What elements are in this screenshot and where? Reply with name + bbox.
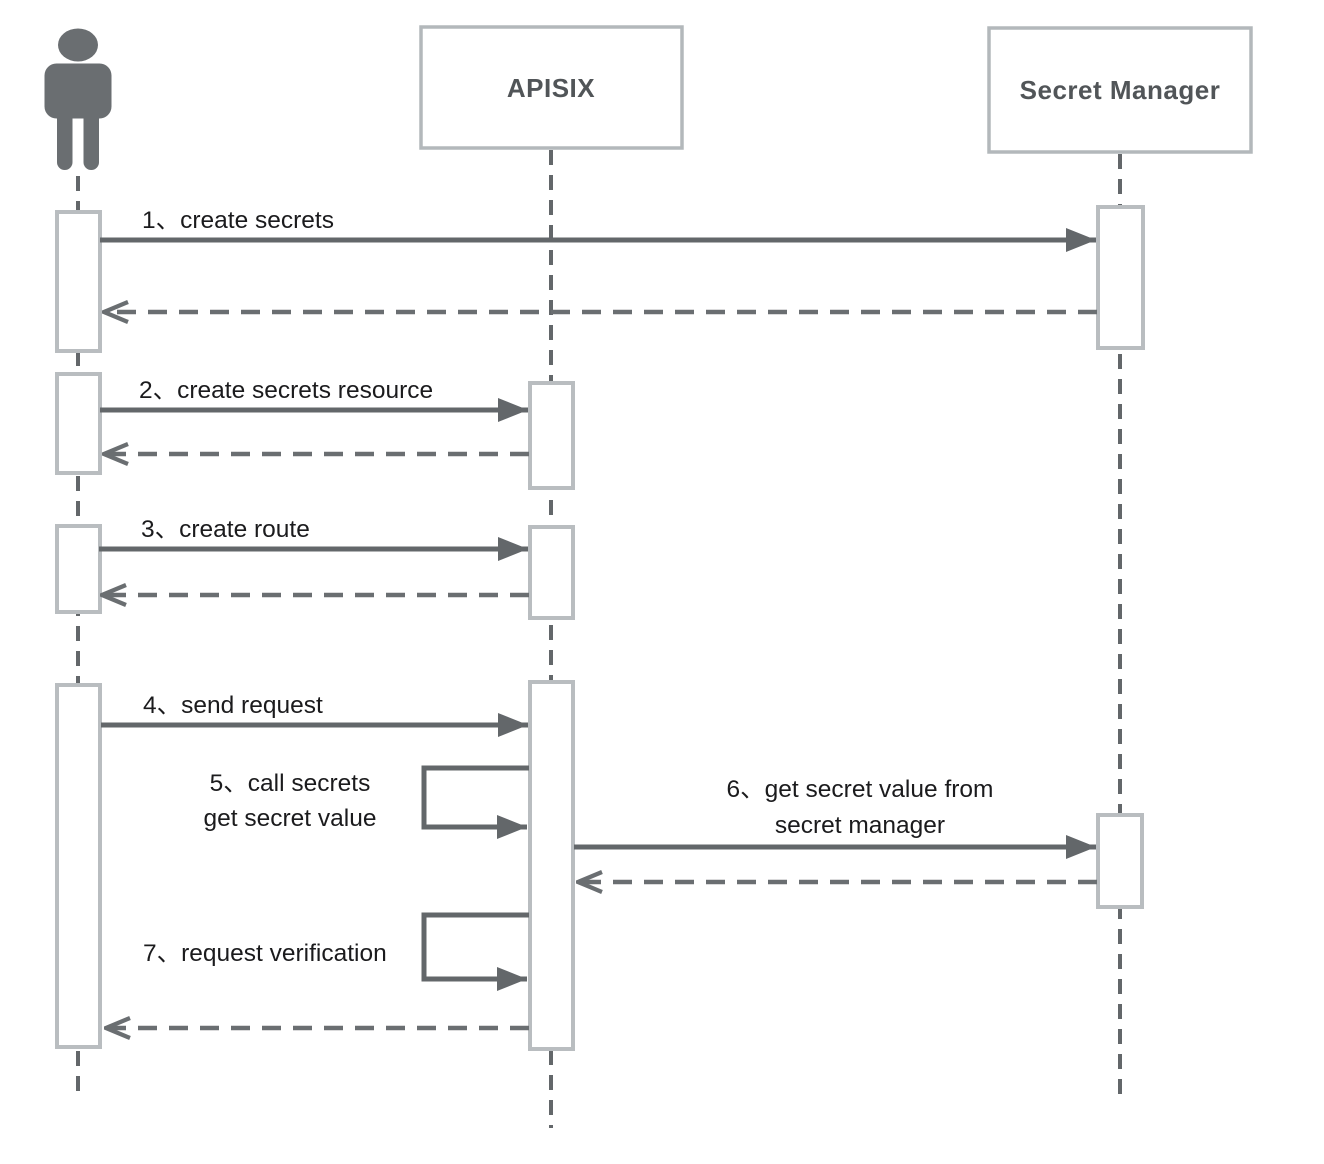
participant-label-secret-manager: Secret Manager [1020,75,1221,105]
activation-apisix-2 [528,525,575,620]
activation-secret-manager-2 [1096,813,1144,909]
self-call-loop-5 [421,765,529,839]
activation-user-2 [55,372,102,475]
activation-apisix-1 [528,381,575,490]
message-label-3: 3、create route [141,516,310,543]
activation-apisix-3 [528,680,575,1051]
participant-label-apisix: APISIX [507,73,595,103]
message-label-7: 7、request verification [143,940,387,967]
message-label-6-line1: 6、get secret value from [727,776,994,803]
activation-user-4 [55,683,102,1049]
participant-secret-manager: Secret Manager [987,26,1253,154]
message-label-5-line1: 5、call secrets [210,770,371,797]
participant-box-apisix [419,25,684,150]
person-icon [44,28,112,170]
participant-apisix: APISIX [419,25,684,150]
activation-user-3 [55,524,102,614]
message-label-6-line2: secret manager [775,812,945,839]
activation-user-1 [55,210,102,353]
message-label-2: 2、create secrets resource [139,377,433,404]
actor-user [44,28,112,170]
message-label-4: 4、send request [143,692,323,719]
participant-box-secret-manager [987,26,1253,154]
message-label-1: 1、create secrets [142,207,334,234]
self-call-loop-7 [421,912,529,991]
message-label-5-line2: get secret value [204,805,377,832]
activation-secret-manager-1 [1096,205,1145,350]
